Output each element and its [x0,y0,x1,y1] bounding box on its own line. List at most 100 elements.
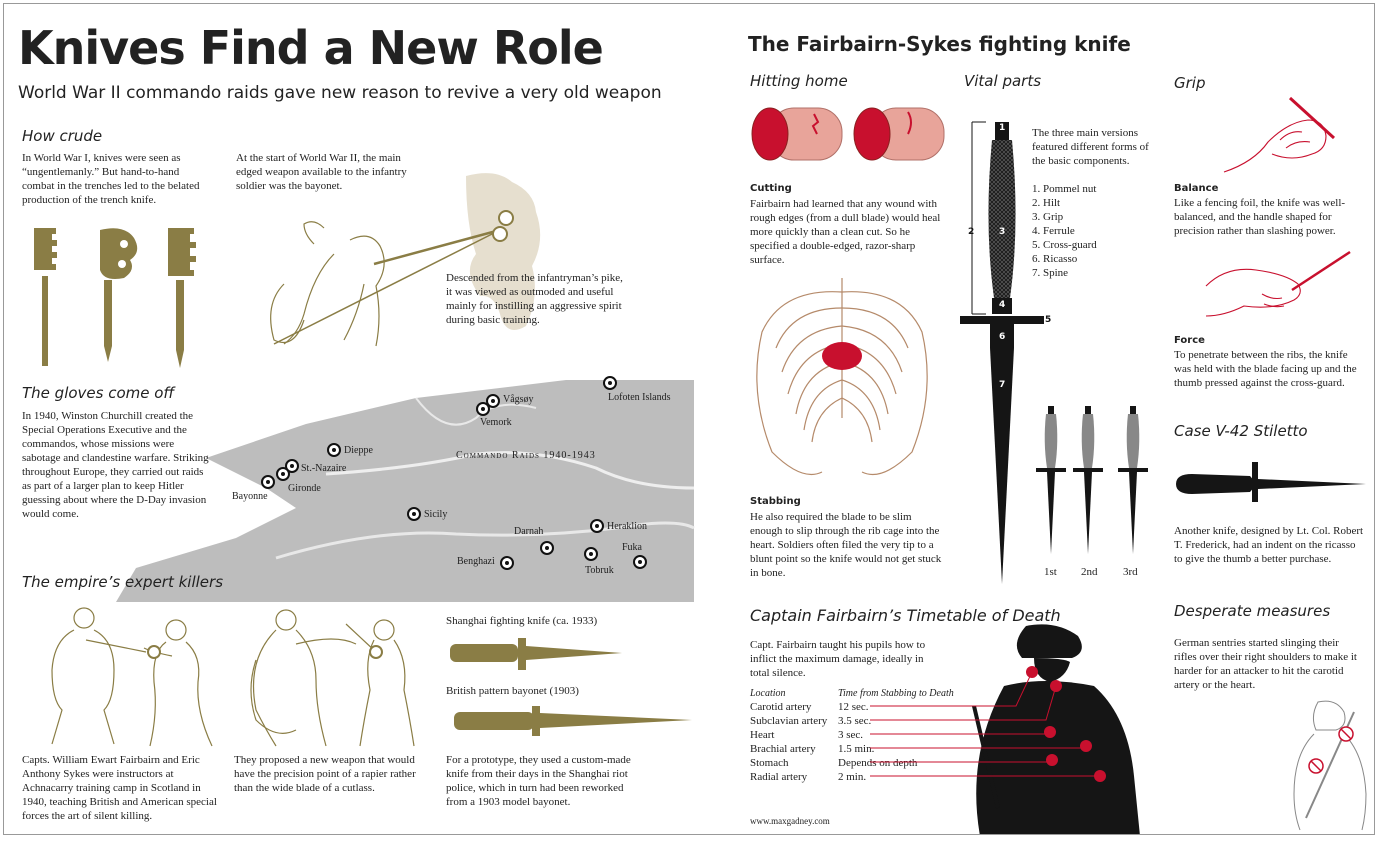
how-crude-text: In World War I, knives were seen as “ung… [22,152,200,206]
timetable-table: Location Time from Stabbing to Death Car… [750,686,954,784]
timetable-row: Radial artery 2 min. [750,770,954,784]
sentry-rifle-sling-illustration [1293,700,1367,831]
balance-text: Like a fencing foil, the knife was well-… [1174,197,1346,237]
map-label-benghazi: Benghazi [457,556,495,567]
map-title: Commando Raids 1940-1943 [456,450,596,461]
case-stiletto-text: Another knife, designed by Lt. Col. Robe… [1174,525,1364,565]
rapier-cutlass-duel-illustration [250,609,415,747]
desperate-text: German sentries started slinging their r… [1174,637,1357,691]
time-cell: 12 sec. [838,701,869,713]
location-cell: Subclavian artery [750,715,828,727]
german-sentry-silhouette [972,624,1140,834]
knife-part-number-4: 4 [999,300,1006,310]
version-label-2nd: 2nd [1081,566,1098,578]
vital-parts-heading: Vital parts [964,72,1042,90]
map-label-lofoten: Lofoten Islands [608,392,671,403]
british-bayonet-label: British pattern bayonet (1903) [446,685,579,697]
force-grip-illustration [1205,250,1351,317]
bayonet-duel-illustration [270,173,541,347]
map-label-tobruk: Tobruk [585,565,614,576]
page-title: Knives Find a New Role [18,21,604,75]
parts-list-item: 5. Cross-guard [1032,239,1097,251]
timetable-row: Carotid artery 12 sec. [750,700,954,714]
map-label-bayonne: Bayonne [232,491,268,502]
knife-part-number-3: 3 [999,227,1006,237]
time-cell: 3 sec. [838,729,864,741]
brachial-target-marker [1080,740,1092,752]
rib-cage-illustration [756,278,928,476]
location-cell: Carotid artery [750,701,812,713]
credit-text: www.maxgadney.com [750,816,830,826]
force-label: Force [1174,335,1205,346]
knife-part-number-5: 5 [1045,315,1052,325]
map-pin-vagsoy [486,394,500,408]
parts-list-item: 6. Ricasso [1032,253,1078,265]
parts-list-item: 7. Spine [1032,267,1069,279]
instructors-sparring-illustration [51,607,213,747]
knife-versions-illustration [1036,406,1148,554]
trench-knives-illustration [34,228,196,368]
stomach-target-marker [1046,754,1058,766]
empire-text-2: They proposed a new weapon that would ha… [234,754,416,794]
time-cell: 2 min. [838,771,867,783]
knife-part-number-2: 2 [968,227,975,237]
heart-target-marker [1044,726,1056,738]
location-cell: Stomach [750,757,789,769]
empire-heading: The empire’s expert killers [22,573,224,591]
fs-heading: The Fairbairn-Sykes fighting knife [748,32,1131,56]
british-bayonet-illustration [454,706,692,736]
map-pin-benghazi [500,556,514,570]
bayonet-text: At the start of World War II, the main e… [236,152,407,192]
hitting-home-heading: Hitting home [750,72,848,90]
shanghai-knife-label: Shanghai fighting knife (ca. 1933) [446,615,598,627]
map-pin-dieppe [327,443,341,457]
map-label-vagsoy: Vågsøy [503,394,534,405]
cutting-label: Cutting [750,183,792,194]
location-cell: Radial artery [750,771,808,783]
time-cell: Depends on depth [838,757,918,769]
cutting-flesh-illustration [751,107,945,161]
gloves-text: In 1940, Winston Churchill created the S… [22,410,209,520]
timetable-header-row: Location Time from Stabbing to Death [750,686,954,700]
location-cell: Heart [750,729,775,741]
timetable-row: Subclavian artery 3.5 sec. [750,714,954,728]
page-subtitle: World War II commando raids gave new rea… [18,83,662,103]
map-pin-fuka [633,555,647,569]
empire-text-3: For a prototype, they used a custom-made… [446,754,631,808]
parts-list: 1. Pommel nut 2. Hilt 3. Grip 4. Ferrule… [1032,182,1097,280]
map-label-heraklion: Heraklion [607,521,647,532]
case-stiletto-heading: Case V-42 Stiletto [1174,422,1308,440]
time-cell: 1.5 min. [838,743,875,755]
map-pin-gironde [276,467,290,481]
pike-text: Descended from the infantryman’s pike, i… [446,272,623,326]
grip-heading: Grip [1174,74,1206,92]
fairbairn-sykes-knife-diagram [960,121,1044,584]
map-label-darnah: Darnah [514,526,544,537]
timetable-heading: Captain Fairbairn’s Timetable of Death [750,606,1061,625]
map-label-st-nazaire: St.-Nazaire [301,463,347,474]
version-label-1st: 1st [1044,566,1057,578]
stabbing-label: Stabbing [750,496,801,507]
balance-label: Balance [1174,183,1219,194]
parts-list-item: 1. Pommel nut [1032,183,1097,195]
radial-target-marker [1094,770,1106,782]
knife-part-number-7: 7 [999,380,1006,390]
knife-part-number-1: 1 [999,123,1006,133]
how-crude-heading: How crude [22,127,103,145]
stabbing-text: He also required the blade to be slim en… [750,511,942,579]
parts-list-item: 3. Grip [1032,211,1064,223]
map-pin-sicily [407,507,421,521]
empire-text-1: Capts. William Ewart Fairbairn and Eric … [22,754,217,822]
map-pin-bayonne [261,475,275,489]
map-pin-heraklion [590,519,604,533]
map-label-dieppe: Dieppe [344,445,373,456]
timetable-col-time: Time from Stabbing to Death [838,687,954,699]
timetable-col-location: Location [750,687,786,699]
timetable-row: Heart 3 sec. [750,728,954,742]
timetable-row: Stomach Depends on depth [750,756,954,770]
map-label-gironde: Gironde [288,483,321,494]
time-cell: 3.5 sec. [838,715,872,727]
parts-list-item: 4. Ferrule [1032,225,1075,237]
map-pin-lofoten [603,376,617,390]
map-label-vemork: Vemork [480,417,512,428]
